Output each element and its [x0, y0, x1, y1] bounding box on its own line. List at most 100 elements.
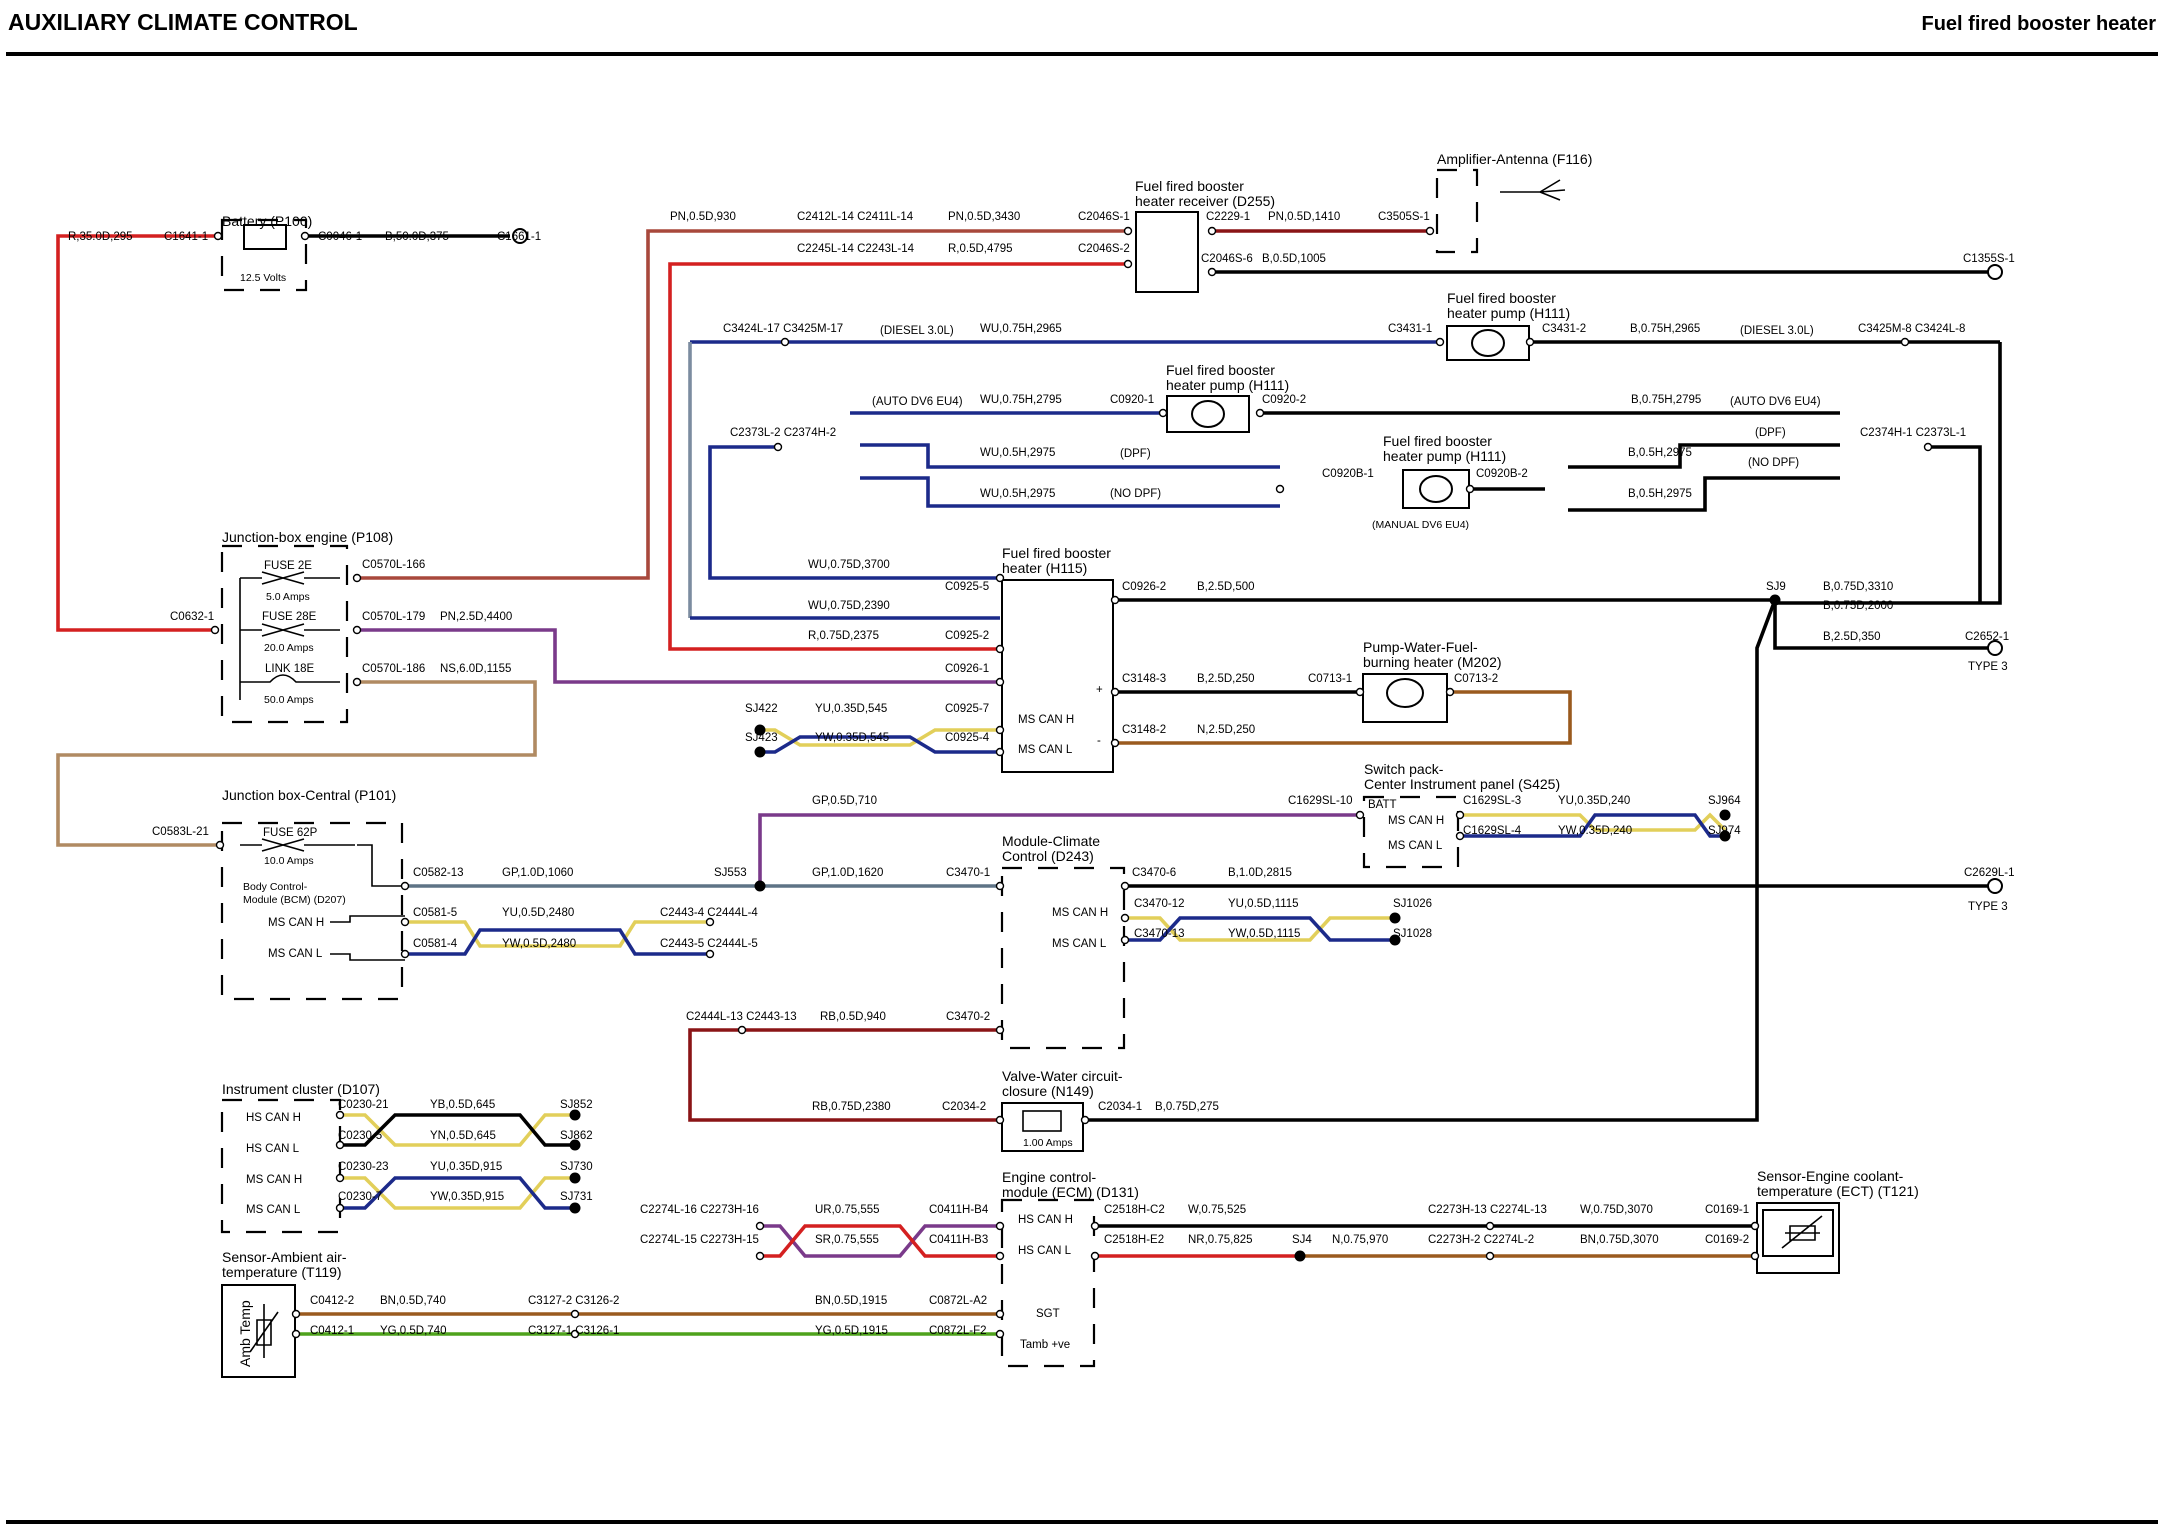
wire-label: RB,0.5D,940 [820, 1011, 886, 1023]
connector-terminal [995, 1025, 1005, 1035]
connector-terminal [1080, 1115, 1090, 1125]
connector-terminal [1120, 913, 1130, 923]
pump-water-box [1362, 673, 1448, 723]
motor-icon [1386, 678, 1424, 708]
wire-label: WU,0.5H,2975 [980, 488, 1055, 500]
wire-label: WU,0.75H,2795 [980, 394, 1062, 406]
fuse-icon [240, 571, 340, 585]
cluster-pin-2: HS CAN L [246, 1143, 300, 1155]
connector-terminal [570, 1309, 580, 1319]
wire-label: SJ422 [745, 703, 778, 715]
note-nodpf-right: (NO DPF) [1748, 457, 1799, 469]
wire-cluster-ms-h [340, 1176, 575, 1210]
connector-terminal [995, 1221, 1005, 1231]
switch-pack-batt: BATT [1368, 799, 1397, 811]
wire-label: C0920B-1 [1322, 468, 1374, 480]
receiver-label-2: heater receiver (D255) [1135, 193, 1275, 209]
wire-label: YU,0.5D,2480 [502, 907, 574, 919]
ambient-sensor: Sensor-Ambient air- temperature (T119) A… [221, 1249, 347, 1378]
climate-can-h: MS CAN H [1052, 907, 1108, 919]
battery: Battery (P100) 12.5 Volts [220, 213, 312, 292]
connector-terminal [737, 1025, 747, 1035]
wire-label: C0570L-186 [362, 663, 425, 675]
wire-label: SJ862 [560, 1130, 593, 1142]
connector-terminal [1255, 408, 1265, 418]
wire-label: B,0.5H,2975 [1628, 447, 1692, 459]
wire-label: C1629SL-3 [1463, 795, 1521, 807]
splice-dot [1389, 912, 1401, 924]
wire-label: BN,0.5D,740 [380, 1295, 446, 1307]
connector-terminal [995, 725, 1005, 735]
splice-dot [1389, 934, 1401, 946]
wire-label: C0920-2 [1262, 394, 1306, 406]
connector-terminal [1525, 337, 1535, 347]
cluster-pin-3: MS CAN H [246, 1174, 302, 1186]
wire-label: C0230-21 [338, 1099, 389, 1111]
wire-bcm-can-l [405, 928, 710, 956]
wire-climate-valve [688, 1028, 1000, 1122]
connector-terminal [1207, 267, 1217, 277]
connector-terminal [1158, 408, 1168, 418]
wire-label: YW,0.5D,1115 [1228, 928, 1300, 940]
splice-dot [1769, 594, 1781, 606]
splice-dot [754, 724, 766, 736]
fuse-link-icon [240, 674, 340, 683]
thermistor-icon [1781, 1215, 1823, 1249]
antenna-label: Amplifier-Antenna (F116) [1437, 151, 1592, 167]
connector-terminal [705, 917, 715, 927]
climate-label-1: Module-Climate [1002, 833, 1100, 849]
splice-dot [1719, 830, 1731, 842]
heater-pin-minus: - [1097, 735, 1101, 747]
switch-pack-can-l: MS CAN L [1388, 840, 1443, 852]
connector-terminal [995, 1115, 1005, 1125]
heater-pin-can-l: MS CAN L [1018, 744, 1073, 756]
heater-box [1001, 579, 1114, 773]
valve-label-2: closure (N149) [1002, 1083, 1094, 1099]
wire-label: C0920B-2 [1476, 468, 1528, 480]
connector-terminal [213, 231, 223, 241]
ambient-box [221, 1284, 296, 1378]
wire-label: C3505S-1 [1378, 211, 1430, 223]
wire-receiver-feed-pn [357, 229, 1128, 580]
wire-label: B,0.75D,275 [1155, 1101, 1219, 1113]
jb-engine-link: LINK 18E [265, 663, 315, 675]
connector-terminal [1110, 738, 1120, 748]
wire-jb-link18 [56, 680, 537, 847]
wire-label: B,0.75H,2795 [1631, 394, 1701, 406]
wire-label: C0169-2 [1705, 1234, 1749, 1246]
wire-label: PN,2.5D,4400 [440, 611, 512, 623]
wire-label: C3470-6 [1132, 867, 1176, 879]
wire-label: C0412-2 [310, 1295, 354, 1307]
jb-central-fuse-amps: 10.0 Amps [264, 855, 314, 867]
wire-label: C3425M-8 C3424L-8 [1858, 323, 1965, 335]
pump-diesel-label-1: Fuel fired booster [1447, 290, 1556, 306]
wire-label: C3127-1 C3126-1 [528, 1325, 619, 1337]
wire-label: B,0.5H,2975 [1628, 488, 1692, 500]
page-subtitle: Fuel fired booster heater [1922, 13, 2157, 35]
wire-label: SJ1028 [1393, 928, 1432, 940]
wire-label: C2046S-1 [1078, 211, 1130, 223]
splice-dot [754, 880, 766, 892]
connector-terminal [995, 1251, 1005, 1261]
wire-label: B,0.5D,1005 [1262, 253, 1326, 265]
connector-terminal [352, 625, 362, 635]
wire-label: C1661-1 [497, 231, 541, 243]
wire-label: YU,0.35D,240 [1558, 795, 1630, 807]
wire-label: BN,0.5D,1915 [815, 1295, 887, 1307]
connector-terminal [1485, 1221, 1495, 1231]
connector-terminal [995, 1329, 1005, 1339]
wire-label: C0583L-21 [152, 826, 209, 838]
wire-label: C2629L-1 [1964, 867, 2015, 879]
connector-terminal [1275, 484, 1285, 494]
connector-terminal [755, 1251, 765, 1261]
wire-label: C0230-7 [338, 1191, 382, 1203]
wire-feed-3700 [708, 445, 1000, 580]
wire-label: C3470-1 [946, 867, 990, 879]
wire-label: C3148-3 [1122, 673, 1166, 685]
connector-terminal [1923, 442, 1933, 452]
receiver: Fuel fired booster heater receiver (D255… [1135, 178, 1275, 293]
connector-terminal [773, 442, 783, 452]
wire-label: C1629SL-4 [1463, 825, 1522, 837]
connector-terminal [995, 644, 1005, 654]
connector-terminal [1425, 226, 1435, 236]
